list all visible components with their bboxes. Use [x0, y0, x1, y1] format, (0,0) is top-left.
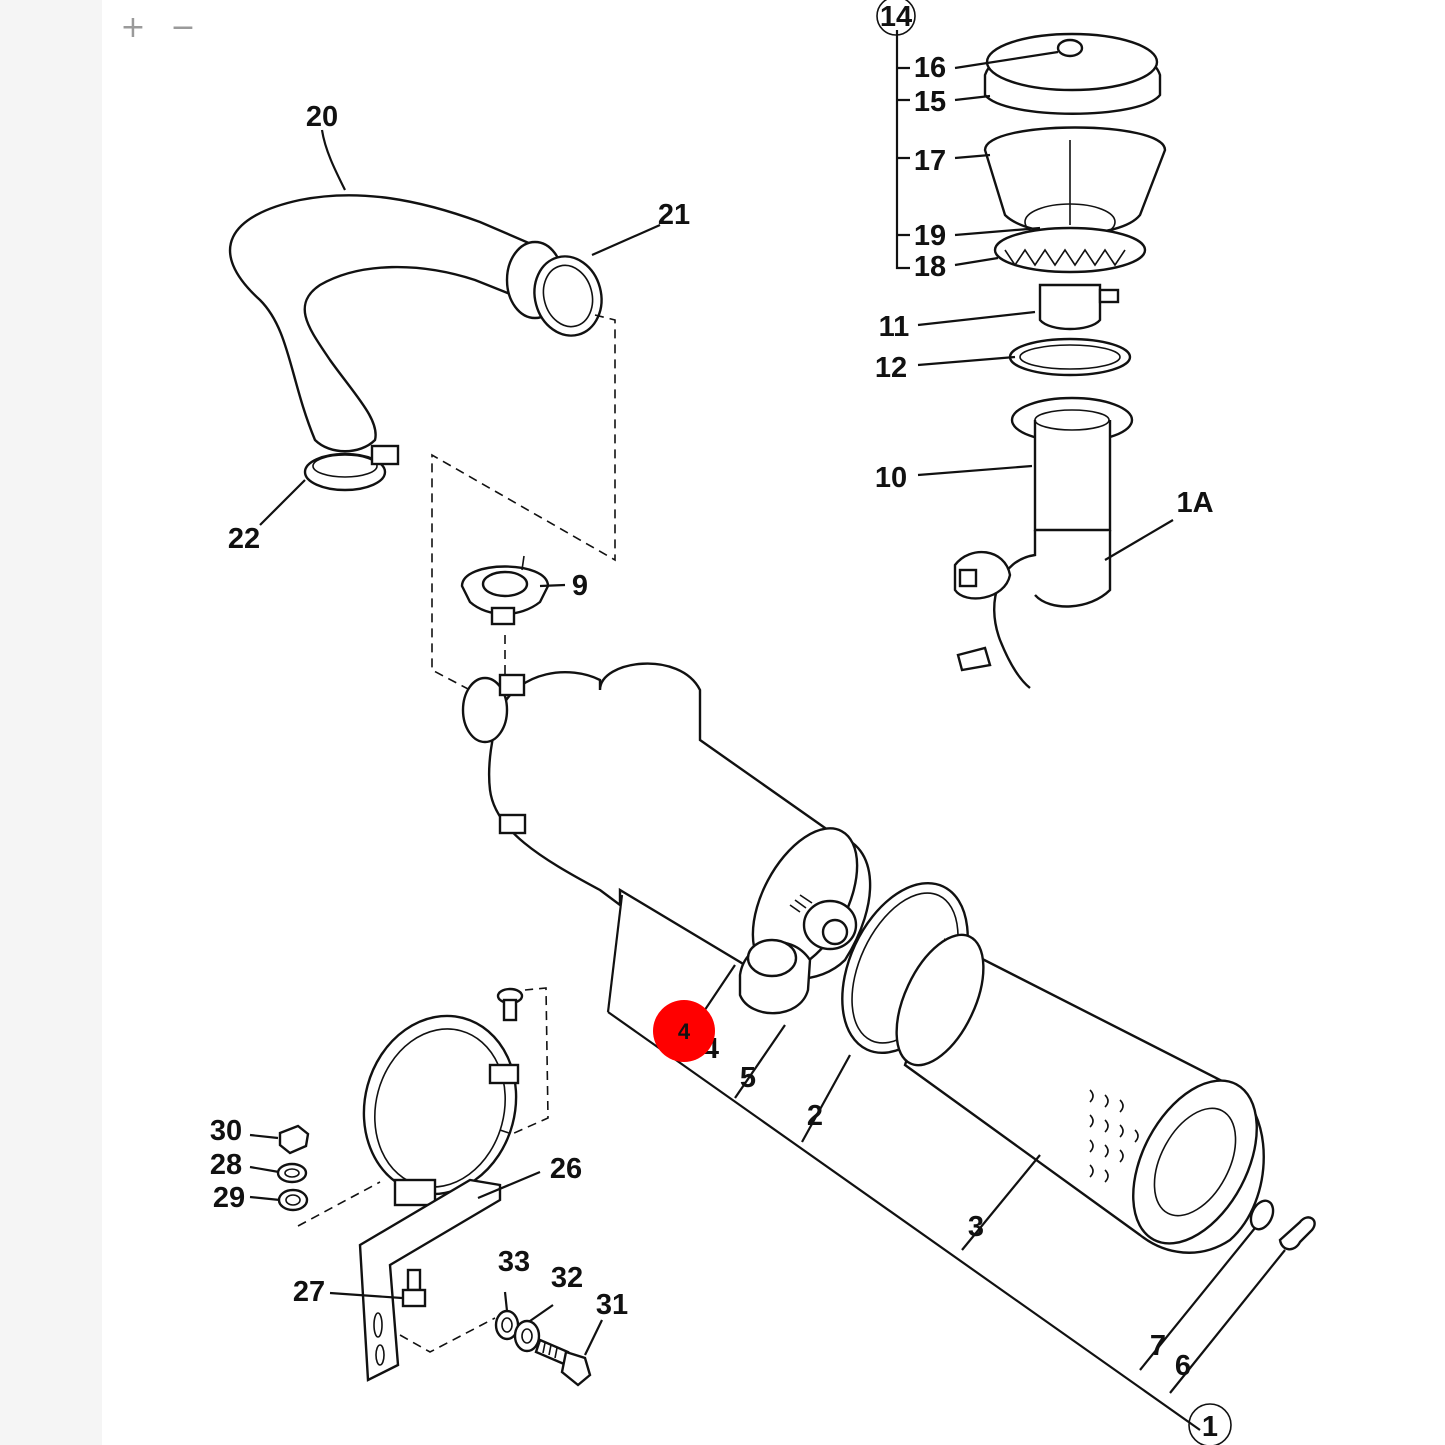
- callout-27: 27: [293, 1276, 325, 1308]
- callout-18: 18: [914, 251, 946, 283]
- adapter-part[interactable]: [1038, 283, 1120, 331]
- callout-1a: 1A: [1176, 487, 1213, 519]
- hose-part[interactable]: [228, 194, 565, 453]
- callout-32: 32: [551, 1262, 583, 1294]
- callout-1: 1: [1202, 1411, 1218, 1443]
- callout-11: 11: [879, 311, 910, 343]
- callout-30: 30: [210, 1115, 242, 1147]
- callout-16: 16: [914, 52, 946, 84]
- indicator-cap-part[interactable]: [460, 555, 550, 626]
- callout-12: 12: [875, 352, 907, 384]
- callout-10: 10: [875, 462, 907, 494]
- callout-33: 33: [498, 1246, 530, 1278]
- seal-ring-part[interactable]: [1008, 337, 1132, 377]
- callout-31: 31: [596, 1289, 628, 1321]
- hose-clamp-upper[interactable]: [526, 249, 610, 343]
- callout-20: 20: [306, 101, 338, 133]
- wing-nut-part[interactable]: [1278, 1216, 1316, 1251]
- housing-inlet-detail-part[interactable]: [953, 530, 1112, 689]
- flat-washer-part[interactable]: [277, 1188, 309, 1212]
- zoom-in-button[interactable]: +: [118, 11, 148, 45]
- callout-22: 22: [228, 523, 260, 555]
- precleaner-cover-part[interactable]: [983, 32, 1162, 115]
- hotspot-circle[interactable]: [653, 1000, 715, 1062]
- zoom-out-button[interactable]: −: [168, 11, 198, 45]
- bracket-bolt-part[interactable]: [401, 1268, 427, 1308]
- band-bolt-part[interactable]: [496, 987, 524, 1022]
- air-cleaner-housing-part[interactable]: [461, 662, 879, 989]
- callout-7: 7: [1150, 1330, 1166, 1362]
- callout-17: 17: [914, 145, 946, 177]
- nut-part[interactable]: [278, 1124, 310, 1155]
- inlet-tube-part[interactable]: [1010, 396, 1134, 532]
- callout-19: 19: [914, 220, 946, 252]
- callout-15: 15: [914, 86, 946, 118]
- lock-washer-part[interactable]: [276, 1162, 308, 1184]
- callout-5: 5: [740, 1062, 756, 1094]
- callout-9: 9: [572, 570, 588, 602]
- callout-26: 26: [550, 1153, 582, 1185]
- zoom-toolbar: + −: [118, 8, 198, 48]
- hotspot-marker[interactable]: 4: [653, 1000, 715, 1062]
- callout-6: 6: [1175, 1350, 1191, 1382]
- mounting-band-part[interactable]: [344, 999, 535, 1212]
- dust-valve-part[interactable]: [738, 938, 812, 1015]
- hose-clamp-lower[interactable]: [303, 444, 400, 492]
- callout-14: 14: [880, 1, 912, 33]
- callout-circle-14: [876, 0, 916, 36]
- precleaner-vane-part[interactable]: [993, 226, 1147, 274]
- washer-32-part[interactable]: [513, 1319, 541, 1353]
- callout-29: 29: [213, 1182, 245, 1214]
- hotspot-label[interactable]: 4: [678, 1019, 691, 1044]
- callout-2: 2: [807, 1100, 823, 1132]
- callout-21: 21: [658, 199, 690, 231]
- callout-3: 3: [968, 1211, 984, 1243]
- hex-bolt-part[interactable]: [534, 1338, 592, 1387]
- filter-element-part[interactable]: [879, 922, 1283, 1264]
- precleaner-bowl-part[interactable]: [983, 126, 1167, 241]
- callout-28: 28: [210, 1149, 242, 1181]
- mounting-bracket-part[interactable]: [358, 1178, 502, 1382]
- callout-circle-1: [1188, 1403, 1232, 1445]
